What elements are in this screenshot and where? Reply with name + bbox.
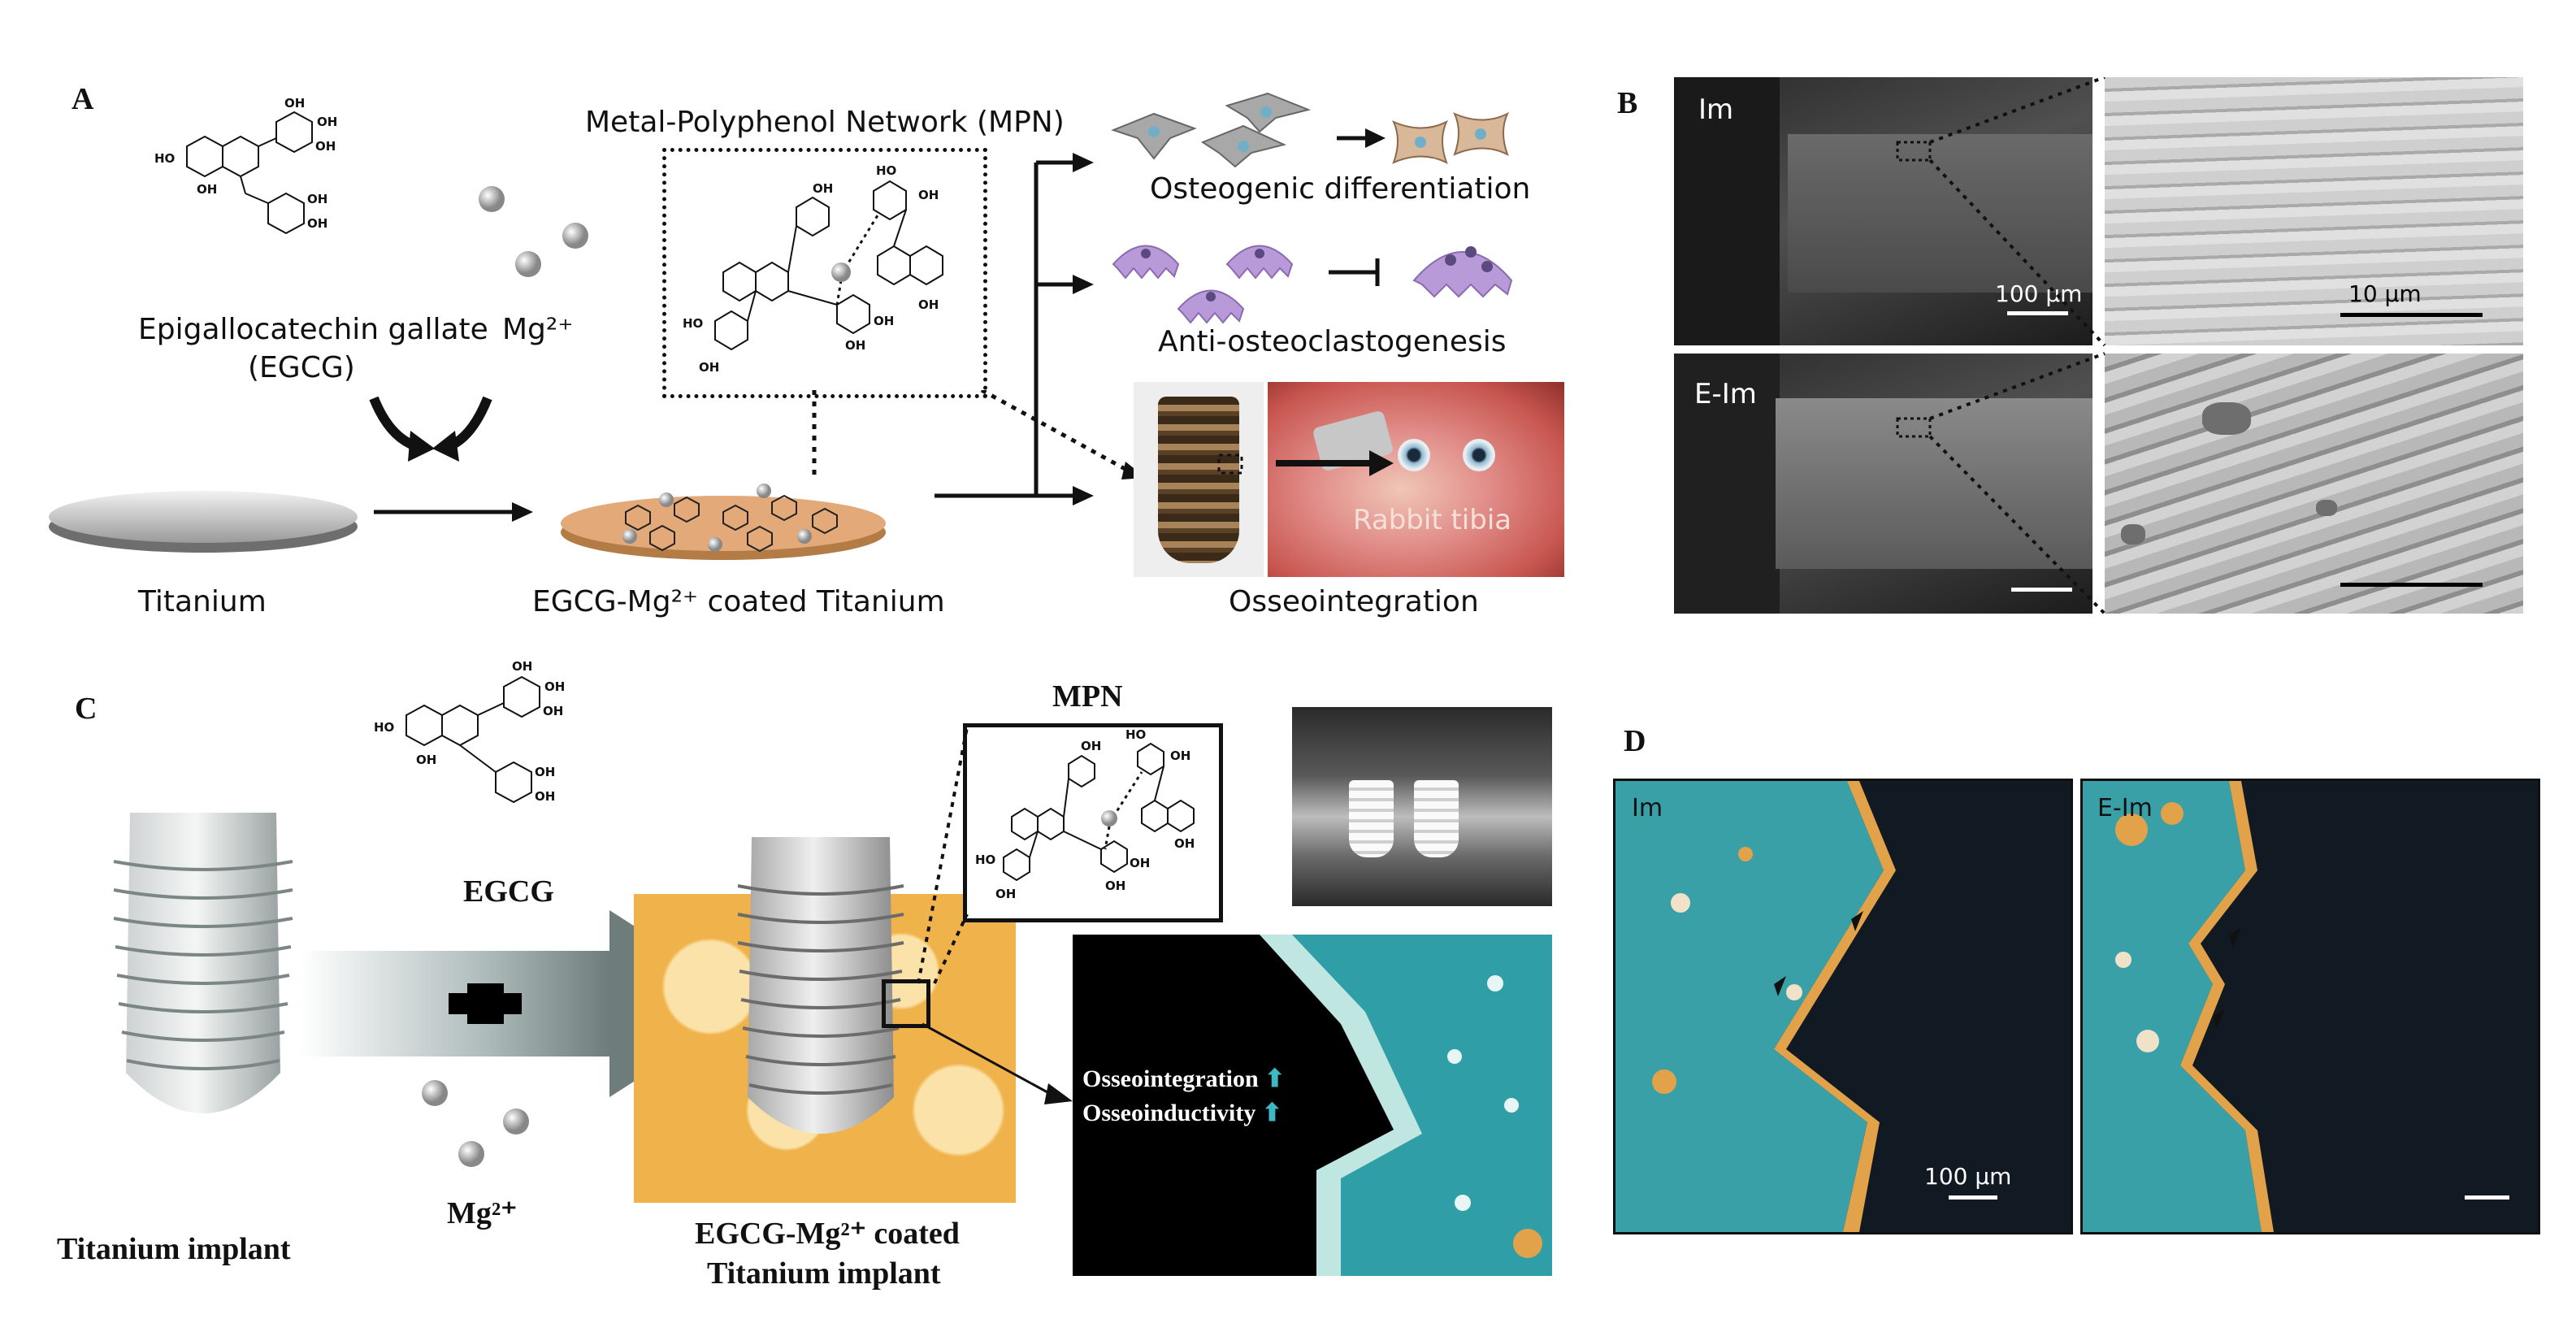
chem-oh: OH bbox=[544, 679, 565, 694]
histology-scale-bar bbox=[1949, 1195, 1997, 1200]
mg-ions-a bbox=[471, 179, 601, 293]
chem-oh: OH bbox=[535, 789, 555, 804]
chem-ho: HO bbox=[374, 720, 394, 735]
histology-c: Osseointegration ⬆ Osseoinductivity ⬆ bbox=[1073, 935, 1552, 1276]
osteogenic-label: Osteogenic differentiation bbox=[1150, 172, 1530, 206]
sem-scale-bar-hi bbox=[2340, 313, 2483, 317]
chem-oh: OH bbox=[416, 753, 436, 767]
histology-d-eim: E-Im bbox=[2080, 779, 2540, 1234]
chem-ho: HO bbox=[1125, 727, 1146, 742]
titanium-implant-screw bbox=[106, 805, 301, 1154]
histology-scale-text: 100 μm bbox=[1924, 1163, 2011, 1190]
osteogenic-cells bbox=[1105, 89, 1544, 171]
egcg-label-line2: (EGCG) bbox=[248, 351, 355, 384]
mpn-structure-c: OH HO OH HO OH OH OH OH bbox=[971, 727, 1211, 910]
titanium-label: Titanium bbox=[138, 585, 267, 618]
chem-oh: OH bbox=[995, 887, 1016, 901]
up-arrow-icon: ⬆ bbox=[1264, 1065, 1285, 1092]
histology-scale-bar-2 bbox=[2465, 1195, 2509, 1200]
panel-letter-d: D bbox=[1624, 723, 1646, 759]
titanium-disk bbox=[41, 479, 366, 561]
chem-oh: OH bbox=[845, 338, 865, 353]
coated-label: EGCG-Mg²⁺ coated Titanium bbox=[532, 585, 945, 618]
arrow-ti-coated bbox=[374, 496, 536, 528]
chem-ho: HO bbox=[876, 163, 896, 178]
sem-scale-text-hi: 10 μm bbox=[2348, 280, 2422, 307]
osseointegration-text: Osseointegration bbox=[1082, 1065, 1259, 1092]
osseo-label-a: Osseointegration bbox=[1229, 585, 1479, 618]
sem-scale-bar-hi-2 bbox=[2340, 583, 2483, 587]
chem-oh: OH bbox=[813, 181, 833, 196]
chem-oh: OH bbox=[1081, 739, 1101, 753]
mpn-title-a: Metal-Polyphenol Network (MPN) bbox=[585, 106, 1065, 139]
histology-d-im: Im 100 μm bbox=[1613, 779, 2073, 1234]
chem-oh: OH bbox=[1170, 748, 1190, 763]
panel-letter-c: C bbox=[75, 691, 97, 727]
sem-im-high: 10 μm bbox=[2105, 77, 2523, 345]
histology-eim-tag: E-Im bbox=[2097, 794, 2153, 822]
chem-oh: OH bbox=[512, 659, 532, 674]
mpn-title-c: MPN bbox=[1052, 679, 1123, 714]
mg-ions-c bbox=[414, 1073, 544, 1187]
chem-ho: HO bbox=[683, 316, 703, 331]
chem-oh: OH bbox=[315, 139, 336, 154]
zoom-lines-c bbox=[894, 723, 991, 991]
chem-oh: OH bbox=[307, 192, 327, 206]
chem-oh: OH bbox=[1130, 856, 1150, 870]
chem-ho: HO bbox=[154, 151, 175, 166]
egcg-structure-a: HO OH OH OH OH OH OH bbox=[154, 89, 366, 244]
mg-label-a: Mg²⁺ bbox=[502, 313, 573, 346]
chem-oh: OH bbox=[307, 216, 327, 231]
chem-oh: OH bbox=[1105, 879, 1125, 893]
coated-implant-line1: EGCG-Mg²⁺ coated bbox=[695, 1215, 960, 1252]
chem-oh: OH bbox=[699, 360, 719, 375]
up-arrow-icon: ⬆ bbox=[1262, 1100, 1282, 1126]
chem-oh: OH bbox=[1174, 836, 1195, 851]
anti-osteo-label: Anti-osteoclastogenesis bbox=[1158, 325, 1507, 358]
sem-eim-high bbox=[2105, 354, 2523, 614]
branch-arrows-a bbox=[935, 146, 1097, 520]
coated-implant-line2: Titanium implant bbox=[707, 1256, 941, 1291]
egcg-structure-c: HO OH OH OH OH OH OH bbox=[374, 650, 601, 813]
osseoinductivity-text: Osseoinductivity bbox=[1082, 1100, 1255, 1126]
zoom-arrow-c bbox=[918, 1020, 1081, 1109]
panel-letter-b: B bbox=[1617, 85, 1637, 121]
histology-im-tag: Im bbox=[1632, 794, 1663, 822]
egcg-label-line1: Epigallocatechin gallate bbox=[138, 313, 488, 346]
mpn-structure-a: OH HO OH HO OH OH OH OH bbox=[674, 158, 967, 386]
chem-oh: OH bbox=[543, 704, 563, 718]
sem-zoom-lines bbox=[1674, 77, 2113, 622]
implant-arrow bbox=[1211, 439, 1406, 488]
mg-label-c: Mg²⁺ bbox=[447, 1195, 517, 1231]
titanium-implant-label: Titanium implant bbox=[57, 1231, 291, 1267]
chem-oh: OH bbox=[317, 115, 337, 129]
chem-oh: OH bbox=[284, 96, 305, 111]
chem-oh: OH bbox=[197, 182, 217, 197]
chem-oh: OH bbox=[535, 765, 555, 779]
osteoclast-cells bbox=[1105, 219, 1544, 325]
xray-image bbox=[1292, 707, 1552, 906]
egcg-label-c: EGCG bbox=[463, 874, 554, 909]
merge-arrows-a bbox=[358, 390, 504, 463]
chem-oh: OH bbox=[874, 314, 894, 328]
panel-letter-a: A bbox=[72, 81, 93, 117]
rabbit-label: Rabbit tibia bbox=[1353, 504, 1511, 536]
